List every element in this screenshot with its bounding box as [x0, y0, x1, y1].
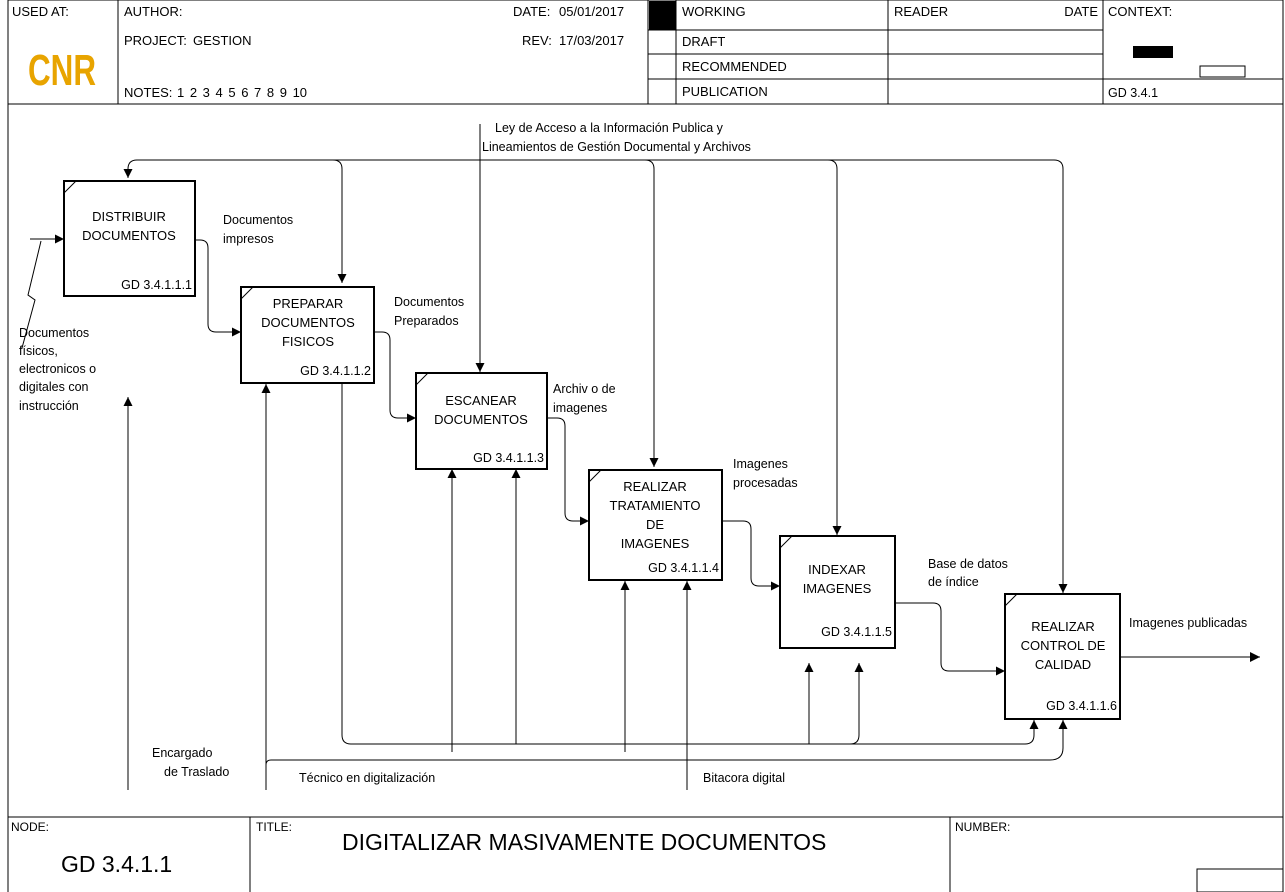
control-arrows: Ley de Acceso a la Información Publica y…: [123, 121, 1068, 593]
box-1-line-2: DOCUMENTOS: [82, 228, 176, 243]
flow-label-5a: Base de datos: [928, 557, 1008, 571]
svg-text:físicos,: físicos,: [19, 344, 58, 358]
used-at-label: USED AT:: [12, 4, 69, 19]
box-4-code: GD 3.4.1.1.4: [648, 561, 719, 575]
cnr-logo: CNR: [28, 46, 96, 95]
node-value: GD 3.4.1.1: [61, 851, 172, 877]
flow-label-3b: imagenes: [553, 401, 607, 415]
box-2-line-3: FISICOS: [282, 334, 334, 349]
activity-box-3: ESCANEAR DOCUMENTOS GD 3.4.1.1.3: [415, 372, 548, 470]
reader-date-label: DATE: [1064, 4, 1098, 19]
rev-label: REV:: [522, 33, 552, 48]
box-3-code: GD 3.4.1.1.3: [473, 451, 544, 465]
node-label: NODE:: [11, 820, 49, 834]
context-active-box: [1133, 46, 1173, 58]
number-label: NUMBER:: [955, 820, 1010, 834]
output-label: Imagenes publicadas: [1129, 616, 1247, 630]
flow-label-1a: Documentos: [223, 213, 293, 227]
svg-text:instrucción: instrucción: [19, 399, 79, 413]
status-recommended: RECOMMENDED: [682, 59, 787, 74]
mechanism-encargado-1: Encargado: [152, 746, 213, 760]
flow-label-2a: Documentos: [394, 295, 464, 309]
mechanism-tecnico: Técnico en digitalización: [299, 771, 435, 785]
context-ref: GD 3.4.1: [1108, 86, 1158, 100]
status-publication: PUBLICATION: [682, 84, 768, 99]
activity-box-2: PREPARAR DOCUMENTOS FISICOS GD 3.4.1.1.2: [240, 286, 375, 384]
box-2-line-1: PREPARAR: [273, 296, 344, 311]
box-2-code: GD 3.4.1.1.2: [300, 364, 371, 378]
reader-label: READER: [894, 4, 948, 19]
flow-label-1b: impresos: [223, 232, 274, 246]
date-value: 05/01/2017: [559, 4, 624, 19]
control-label-line-2: Lineamientos de Gestión Documental y Arc…: [482, 140, 751, 154]
status-working: WORKING: [682, 4, 746, 19]
project-label: PROJECT:: [124, 33, 187, 48]
notes-label: NOTES:: [124, 85, 172, 100]
activity-box-6: REALIZAR CONTROL DE CALIDAD GD 3.4.1.1.6: [1004, 593, 1121, 720]
activity-box-4: REALIZAR TRATAMIENTO DE IMAGENES GD 3.4.…: [588, 469, 723, 581]
date-label: DATE:: [513, 4, 550, 19]
activity-box-5: INDEXAR IMAGENES GD 3.4.1.1.5: [779, 535, 896, 649]
box-3-line-2: DOCUMENTOS: [434, 412, 528, 427]
flow-label-4b: procesadas: [733, 476, 798, 490]
flow-label-3a: Archiv o de: [553, 382, 616, 396]
header-frame: [7, 0, 1284, 892]
working-status-marker: [649, 1, 676, 30]
page-title: DIGITALIZAR MASIVAMENTE DOCUMENTOS: [342, 829, 826, 855]
author-label: AUTHOR:: [124, 4, 183, 19]
project-value: GESTION: [193, 33, 252, 48]
activity-box-1: DISTRIBUIR DOCUMENTOS GD 3.4.1.1.1: [63, 180, 196, 297]
mechanism-arrows: [123, 384, 1068, 790]
svg-text:digitales con: digitales con: [19, 380, 89, 394]
box-5-code: GD 3.4.1.1.5: [821, 625, 892, 639]
box-4-line-3: DE: [646, 517, 664, 532]
flow-label-4a: Imagenes: [733, 457, 788, 471]
box-4-line-2: TRATAMIENTO: [610, 498, 701, 513]
box-6-line-2: CONTROL DE: [1021, 638, 1106, 653]
box-4-line-1: REALIZAR: [623, 479, 687, 494]
context-sibling-box: [1199, 65, 1246, 78]
box-1-line-1: DISTRIBUIR: [92, 209, 166, 224]
status-draft: DRAFT: [682, 34, 725, 49]
box-2-line-2: DOCUMENTOS: [261, 315, 355, 330]
title-label: TITLE:: [256, 820, 292, 834]
mechanism-bitacora: Bitacora digital: [703, 771, 785, 785]
input-label: Documentos físicos, electronicos o digit…: [19, 326, 96, 413]
box-5-line-1: INDEXAR: [808, 562, 866, 577]
box-5-line-2: IMAGENES: [803, 581, 872, 596]
flow-label-5b: de índice: [928, 575, 979, 589]
context-label: CONTEXT:: [1108, 4, 1172, 19]
box-6-line-1: REALIZAR: [1031, 619, 1095, 634]
box-3-line-1: ESCANEAR: [445, 393, 517, 408]
box-6-line-3: CALIDAD: [1035, 657, 1091, 672]
svg-text:electronicos o: electronicos o: [19, 362, 96, 376]
rev-value: 17/03/2017: [559, 33, 624, 48]
flow-label-2b: Preparados: [394, 314, 459, 328]
svg-text:Documentos: Documentos: [19, 326, 89, 340]
box-1-code: GD 3.4.1.1.1: [121, 278, 192, 292]
box-4-line-4: IMAGENES: [621, 536, 690, 551]
footer-frame: [8, 816, 1284, 892]
control-label-line-1: Ley de Acceso a la Información Publica y: [495, 121, 724, 135]
box-6-code: GD 3.4.1.1.6: [1046, 699, 1117, 713]
input-arrows: [21, 234, 1260, 676]
notes-numbers: 1 2 3 4 5 6 7 8 9 10: [177, 85, 307, 100]
mechanism-encargado-2: de Traslado: [164, 765, 229, 779]
